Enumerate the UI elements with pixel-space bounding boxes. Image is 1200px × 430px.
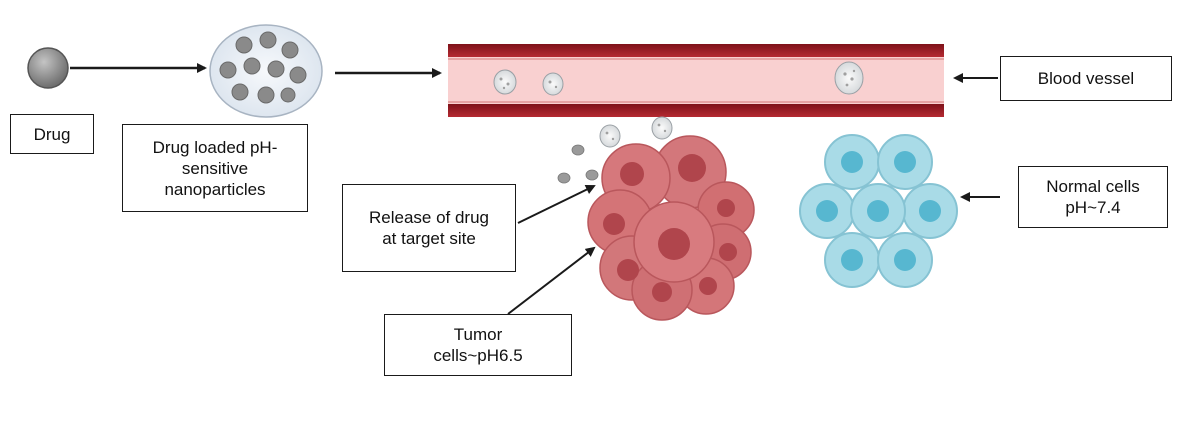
blood-vessel-label: Blood vessel xyxy=(1000,56,1172,101)
extravasating-nanoparticle xyxy=(599,124,621,148)
circulating-nanoparticle xyxy=(834,61,864,95)
nanoparticle xyxy=(209,24,323,118)
arrow-tumor-label-to-tumor xyxy=(507,246,596,315)
tumor-cells-label: Tumor cells~pH6.5 xyxy=(384,314,572,376)
normal-cells-label: Normal cells pH~7.4 xyxy=(1018,166,1168,228)
circulating-nanoparticle xyxy=(542,72,564,96)
drug-molecule xyxy=(27,47,69,89)
circulating-nanoparticle xyxy=(493,69,517,95)
nanoparticles-label: Drug loaded pH- sensitive nanoparticles xyxy=(122,124,308,212)
extravasating-nanoparticle xyxy=(651,116,673,140)
tumor-cell-cluster xyxy=(587,135,755,321)
drug-release-label: Release of drug at target site xyxy=(342,184,516,272)
blood-vessel xyxy=(448,44,944,117)
arrow-release-to-tumor xyxy=(517,185,596,224)
normal-cell-cluster xyxy=(799,134,958,288)
drug-label: Drug xyxy=(10,114,94,154)
